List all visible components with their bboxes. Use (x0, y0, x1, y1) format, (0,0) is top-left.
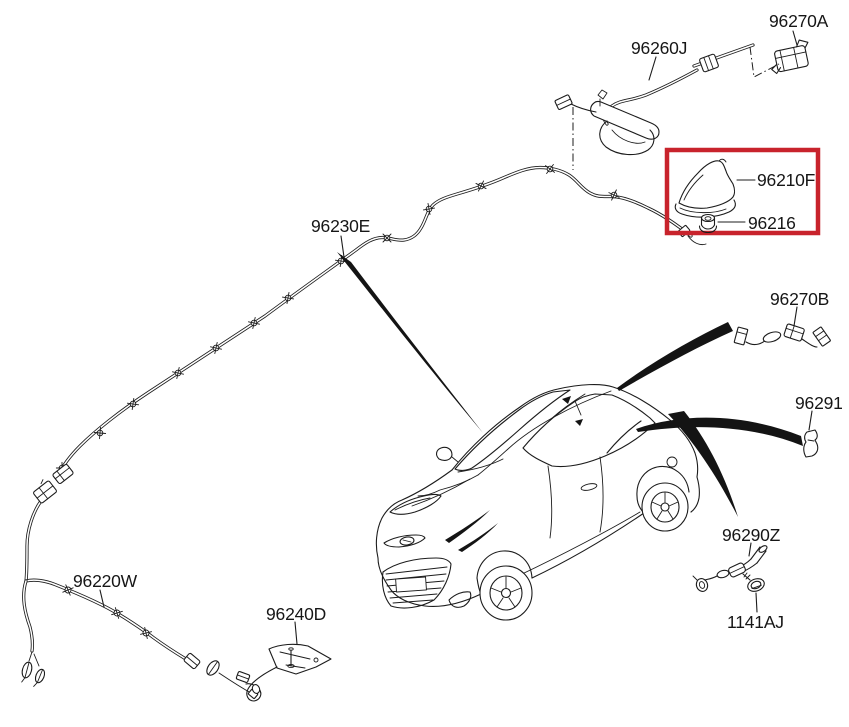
bolt-1141AJ (742, 572, 765, 592)
car-body-outline (451, 384, 699, 478)
junction-connectors (33, 463, 74, 504)
harness-clips (62, 584, 152, 639)
roof-arrow-1 (562, 396, 571, 404)
lower-grille (381, 557, 452, 609)
antenna-nut-96216 (698, 213, 718, 234)
part-label-96230E[interactable]: 96230E (311, 216, 370, 236)
part-label-96210F[interactable]: 96210F (757, 170, 815, 190)
car-illustration (375, 384, 700, 621)
cable-96290Z (692, 545, 768, 592)
roof-cable-routing (417, 390, 612, 497)
door-handle (580, 483, 598, 491)
harness-end-connectors (183, 652, 259, 700)
shark-fin-antenna-96210F (674, 158, 736, 218)
part-label-96240D[interactable]: 96240D (266, 604, 326, 624)
antenna-base-plate (590, 100, 660, 140)
highlight-rect[interactable] (664, 147, 821, 236)
car-sill (531, 512, 645, 579)
harness-lower-connectors (21, 651, 46, 687)
feeder-cable-96230E (24, 164, 707, 583)
part-labels: 96270A 96260J 96210F 96216 96230E 96270B… (73, 11, 843, 632)
antenna-base-96240D (235, 643, 332, 702)
part-label-96220W[interactable]: 96220W (73, 571, 138, 591)
rear-wheel-arch (636, 465, 690, 514)
feeder-cable-96270B (733, 323, 831, 348)
roof-antenna-96260J (554, 43, 755, 156)
part-label-96260J[interactable]: 96260J (631, 38, 687, 58)
fog-light (448, 591, 472, 608)
part-label-96290Z[interactable]: 96290Z (722, 525, 781, 545)
clip-96291 (803, 429, 819, 458)
connector-96270A (771, 39, 809, 75)
headlight (389, 493, 442, 515)
part-label-96216[interactable]: 96216 (748, 213, 796, 233)
reference-lines (572, 46, 780, 170)
part-label-96291[interactable]: 96291 (795, 393, 843, 413)
part-label-1141AJ[interactable]: 1141AJ (727, 612, 784, 632)
rear-wheel (641, 482, 689, 532)
car-silhouette (376, 384, 698, 607)
upper-grille (383, 534, 426, 548)
floor-harness-96220W (21, 578, 259, 700)
front-wheel (479, 565, 533, 621)
part-label-96270B[interactable]: 96270B (770, 289, 829, 309)
side-windows (522, 393, 656, 468)
routing-swoosh-roof (617, 322, 733, 391)
side-mirror (436, 446, 453, 461)
leader-lines (99, 30, 813, 645)
roof-arrow-2 (575, 419, 583, 426)
part-label-96270A[interactable]: 96270A (769, 11, 829, 31)
front-wheel-arch (476, 550, 533, 595)
windshield (454, 389, 571, 471)
routing-swoosh-windshield (337, 252, 483, 433)
routing-swoosh-quarter (668, 411, 738, 517)
front-bumper (375, 469, 482, 607)
